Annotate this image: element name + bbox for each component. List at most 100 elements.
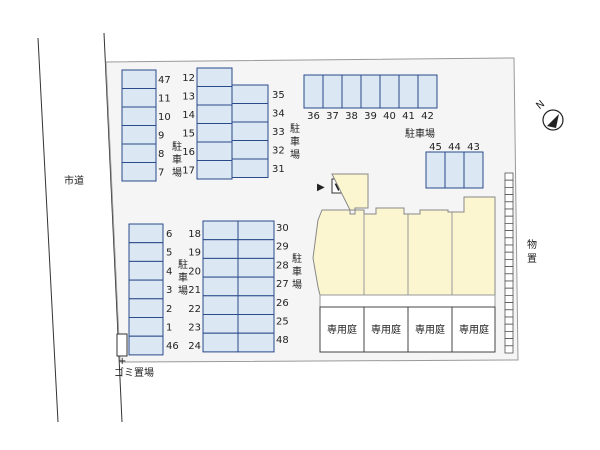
parking-slot-number: 40 — [383, 111, 396, 122]
storage-unit — [504, 273, 514, 282]
parking-slot-number: 46 — [166, 341, 179, 352]
parking-block-a-mid-left — [196, 67, 233, 180]
parking-slot-number: 32 — [272, 146, 285, 157]
storage-unit — [504, 201, 514, 210]
parking-slot — [128, 298, 164, 318]
parking-slot — [463, 151, 484, 189]
garbage-area — [116, 333, 128, 357]
storage-unit — [504, 251, 514, 260]
storage-unit — [504, 309, 514, 318]
apartment-building — [312, 173, 496, 296]
parking-slot-number: 11 — [158, 94, 171, 105]
parking-slot — [121, 162, 157, 182]
storage-unit — [504, 215, 514, 224]
parking-slot — [121, 125, 157, 145]
storage-label: 物置 — [527, 238, 537, 265]
storage-unit — [504, 266, 514, 275]
parking-slot-number: 24 — [188, 341, 201, 352]
parking-slot-number: 28 — [276, 260, 289, 271]
parking-slot-number: 34 — [272, 109, 285, 120]
parking-slot — [303, 74, 324, 109]
parking-slot — [121, 88, 157, 108]
storage-unit — [504, 186, 514, 195]
parking-slot-number: 4 — [166, 266, 172, 277]
parking-slot — [237, 295, 275, 315]
svg-text:専用庭: 専用庭 — [459, 323, 489, 336]
parking-slot-number: 6 — [166, 229, 172, 240]
parking-slot — [237, 257, 275, 278]
parking-slot — [128, 242, 164, 262]
svg-text:専用庭: 専用庭 — [371, 323, 401, 336]
parking-slot — [231, 103, 269, 123]
parking-row-right — [425, 151, 484, 189]
parking-slot — [196, 104, 233, 124]
storage-unit — [504, 302, 514, 311]
parking-slot-number: 31 — [272, 164, 285, 175]
parking-slot-number: 17 — [182, 166, 195, 177]
parking-slot — [425, 151, 446, 189]
parking-slot — [202, 220, 239, 241]
storage-unit — [504, 323, 514, 332]
road-edge-left — [37, 37, 59, 423]
parking-slot — [121, 69, 157, 89]
parking-slot — [202, 239, 239, 259]
parking-block-b-left — [128, 223, 164, 356]
parking-slot-number: 7 — [158, 168, 164, 179]
parking-label-a-left: 駐車場 — [172, 140, 182, 179]
parking-slot-number: 9 — [158, 131, 164, 142]
parking-block-b-mid — [202, 220, 275, 353]
parking-slot — [196, 67, 233, 87]
storage-unit — [504, 194, 514, 203]
parking-slot-number: 45 — [429, 142, 442, 153]
garbage-pointer: + — [118, 356, 126, 367]
parking-numbers-a-right: 35 34 33 32 31 — [272, 90, 285, 175]
svg-text:N: N — [534, 99, 547, 112]
svg-text:専用庭: 専用庭 — [327, 323, 357, 336]
parking-slot-number: 18 — [188, 229, 201, 240]
parking-slot — [196, 86, 233, 106]
parking-block-a-mid-right — [231, 84, 269, 178]
parking-slot-number: 25 — [276, 317, 289, 328]
road-label: 市道 — [64, 174, 84, 187]
parking-slot-number: 5 — [166, 248, 172, 259]
storage-unit — [504, 287, 514, 296]
svg-text:専用庭: 専用庭 — [415, 323, 445, 336]
parking-slot-number: 2 — [166, 304, 172, 315]
storage-unit — [504, 208, 514, 217]
parking-slot-number: 12 — [182, 73, 195, 84]
parking-slot — [237, 239, 275, 259]
parking-slot — [202, 314, 239, 334]
parking-label-a-right: 駐車場 — [290, 122, 300, 161]
parking-slot-number: 23 — [188, 323, 201, 334]
parking-slot — [202, 332, 239, 353]
parking-slot-number: 48 — [276, 335, 289, 346]
parking-slot — [231, 84, 269, 104]
parking-slot — [128, 317, 164, 337]
parking-slot-number: 35 — [272, 90, 285, 101]
storage-unit — [504, 316, 514, 325]
storage-unit — [504, 172, 514, 181]
parking-slot-number: 43 — [467, 142, 480, 153]
storage-unit — [504, 280, 514, 289]
parking-slot-number: 30 — [276, 223, 289, 234]
parking-slot-number: 42 — [421, 111, 434, 122]
parking-slot — [231, 140, 269, 160]
parking-slot — [202, 295, 239, 315]
storage-unit — [504, 258, 514, 267]
parking-slot-number: 21 — [188, 285, 201, 296]
garbage-label: ゴミ置場 — [114, 366, 154, 379]
storage-unit — [504, 345, 514, 354]
parking-slot — [121, 143, 157, 163]
storage-unit — [504, 179, 514, 188]
parking-slot — [202, 257, 239, 278]
parking-slot-number: 10 — [158, 112, 171, 123]
parking-slot-number: 36 — [307, 111, 320, 122]
parking-slot — [202, 276, 239, 297]
parking-slot-number: 33 — [272, 127, 285, 138]
parking-slot — [196, 123, 233, 143]
